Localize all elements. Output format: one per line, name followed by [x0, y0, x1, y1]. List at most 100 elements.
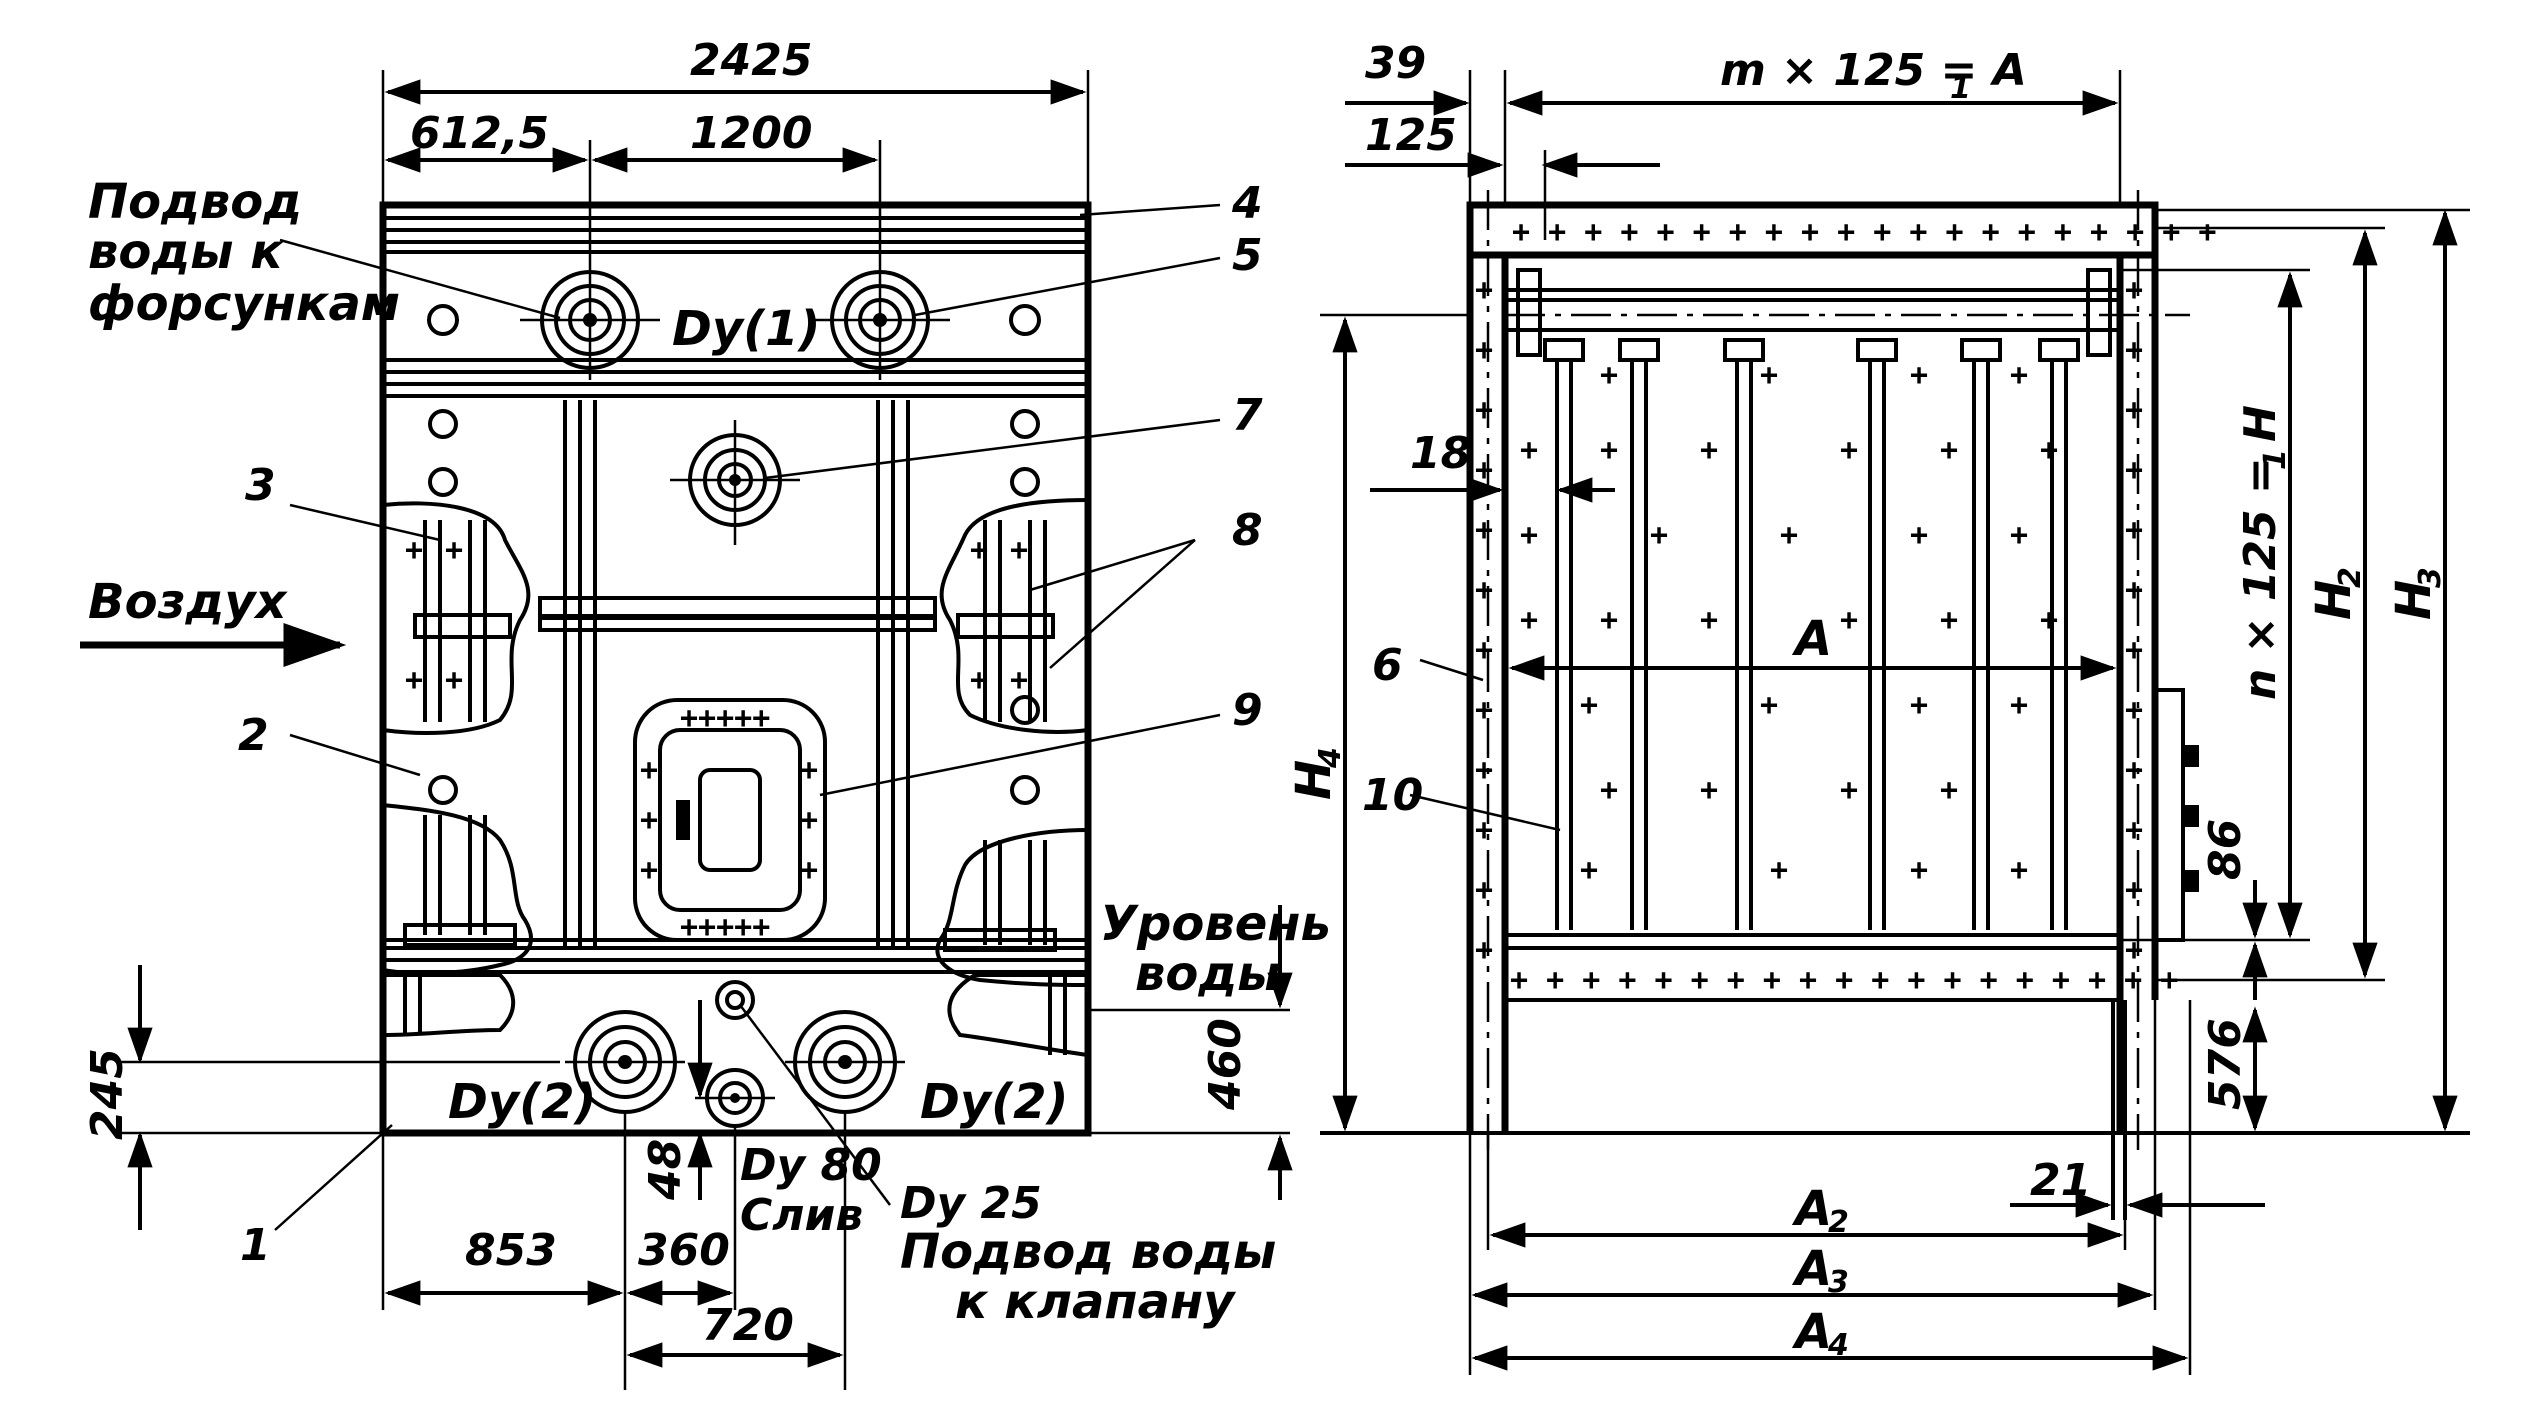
svg-text:+: +	[1840, 603, 1858, 638]
svg-text:+: +	[1650, 518, 1668, 553]
dy1-label: Dy(1)	[672, 301, 820, 357]
svg-text:+: +	[2125, 393, 2143, 428]
svg-text:+: +	[2010, 688, 2028, 723]
svg-text:+: +	[2125, 633, 2143, 668]
svg-text:+: +	[1475, 273, 1493, 308]
h1-formula-label: n × 125 = H	[2235, 405, 2286, 700]
valve-supply-line1: Dy 25	[900, 1178, 1042, 1229]
svg-text:+: +	[2125, 813, 2143, 848]
svg-text:+: +	[1475, 393, 1493, 428]
svg-text:+: +	[970, 663, 988, 698]
svg-text:+: +	[1760, 358, 1778, 393]
svg-text:+: +	[2125, 933, 2143, 968]
svg-text:+: +	[800, 803, 818, 838]
dim-18-label: 18	[1410, 428, 1471, 479]
dim-576-label: 576	[2200, 1018, 2251, 1110]
svg-text:+: +	[1910, 358, 1928, 393]
svg-text:+: +	[2125, 513, 2143, 548]
svg-text:+: +	[1700, 603, 1718, 638]
svg-text:+: +	[1840, 773, 1858, 808]
dim-top-right	[1345, 70, 2122, 240]
nozzle-supply-line1: Подвод	[88, 174, 302, 230]
svg-text:+ + + + + + + + + + + + + + +: + + + + + + + + + + + + + + + + + + +	[1510, 963, 2178, 998]
callout-2: 2	[238, 710, 269, 761]
svg-text:+: +	[1520, 518, 1538, 553]
side-holes	[428, 409, 1040, 805]
dim-a-label: A	[1791, 611, 1832, 667]
top-bands	[383, 216, 1088, 398]
svg-text:+: +	[1700, 433, 1718, 468]
svg-text:+: +	[405, 533, 423, 568]
svg-text:+: +	[1520, 603, 1538, 638]
svg-text:+: +	[640, 753, 658, 788]
svg-text:+: +	[1475, 933, 1493, 968]
top-formula-sub: 1	[1950, 71, 1971, 106]
callout-3: 3	[245, 460, 276, 511]
a4-sub: 4	[1827, 1328, 1849, 1363]
svg-text:+: +	[2010, 853, 2028, 888]
svg-text:+: +	[800, 753, 818, 788]
left-labels: 2425 612,5 1200 Подвод воды к форсункам …	[82, 35, 1331, 1351]
dim-48-label: 48	[640, 1139, 691, 1201]
dim-1200-label: 1200	[690, 108, 812, 159]
svg-text:+: +	[1520, 433, 1538, 468]
dy2-left-label: Dy(2)	[448, 1074, 596, 1130]
svg-text:+: +	[1475, 873, 1493, 908]
valve-supply-line2: Подвод воды	[900, 1224, 1276, 1280]
svg-text:+: +	[405, 663, 423, 698]
vertical-posts	[563, 400, 910, 948]
dim-heights	[1320, 208, 2470, 1132]
nozzle-supply-line2: воды к	[88, 224, 284, 280]
cutaway-right-upper: + + + +	[939, 498, 1089, 734]
dim-86-label: 86	[2200, 819, 2251, 880]
drain-outlet	[695, 1068, 775, 1128]
svg-text:+: +	[1940, 433, 1958, 468]
dim-612-label: 612,5	[410, 108, 549, 159]
bottom-wall-fragments	[381, 973, 1090, 1058]
svg-text:+: +	[1475, 573, 1493, 608]
svg-text:+: +	[445, 663, 463, 698]
dim-720-label: 720	[702, 1300, 794, 1351]
h4-sub: 4	[1313, 747, 1348, 769]
callout-7: 7	[1232, 390, 1263, 441]
callout-9: 9	[1232, 685, 1263, 736]
dim-245-label: 245	[82, 1048, 133, 1140]
svg-text:+: +	[2125, 693, 2143, 728]
valve-inlet	[715, 980, 755, 1020]
svg-text:+: +	[2125, 273, 2143, 308]
valve-supply-line3: к клапану	[955, 1274, 1236, 1330]
svg-text:+: +	[1780, 518, 1798, 553]
callout-6: 6	[1372, 640, 1403, 691]
svg-text:+: +	[1475, 633, 1493, 668]
dim-612-1200	[384, 140, 882, 380]
svg-text:+++++: +++++	[680, 910, 770, 945]
dy2-right-label: Dy(2)	[920, 1074, 1068, 1130]
svg-text:+: +	[2125, 333, 2143, 368]
dim-bottom-right	[1468, 1000, 2192, 1375]
svg-text:+: +	[2125, 873, 2143, 908]
h1-sub: 1	[2258, 449, 2293, 470]
svg-text:+: +	[1600, 773, 1618, 808]
svg-text:+: +	[640, 853, 658, 888]
a3-sub: 3	[1828, 1265, 1849, 1300]
svg-text:+: +	[2040, 433, 2058, 468]
inspection-door: +++++ +++++ + + + + + +	[633, 698, 827, 945]
nozzle-supply-line3: форсункам	[88, 276, 400, 332]
cutaway-left-lower	[382, 803, 533, 976]
leader-lines-left	[274, 203, 1221, 1231]
svg-text:+: +	[1700, 773, 1718, 808]
dim-125-label: 125	[1365, 110, 1457, 161]
left-view: + + + + + + + +	[80, 70, 1293, 1390]
separator-pipes	[1543, 338, 2080, 930]
dim-2425	[381, 70, 1090, 205]
dim-460	[1088, 905, 1293, 1200]
a3-label: A	[1791, 1241, 1832, 1297]
svg-text:+: +	[640, 803, 658, 838]
h2-label: H	[2306, 580, 2362, 620]
drain-line1: Dy 80	[740, 1140, 882, 1191]
svg-text:+: +	[1770, 853, 1788, 888]
svg-text:+: +	[800, 853, 818, 888]
dim-2425-label: 2425	[690, 35, 812, 86]
nozzle-center	[670, 420, 800, 545]
